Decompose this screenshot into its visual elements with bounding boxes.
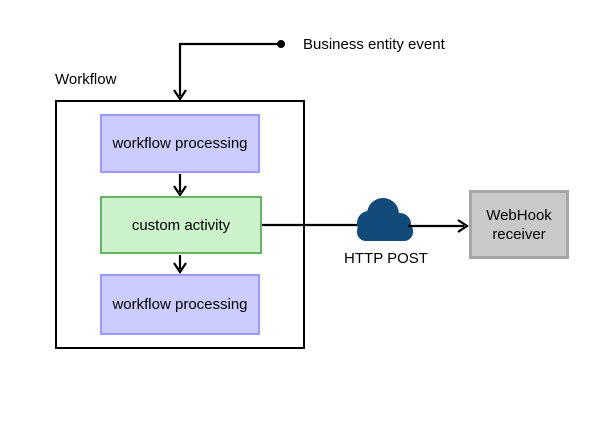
arrowhead-down-icon [173,89,187,101]
http-post-label: HTTP POST [344,250,428,267]
workflow-processing-top-node: workflow processing [100,114,260,173]
arrow-custom-to-bottom [173,255,187,274]
arrow-top-to-custom [173,174,187,197]
webhook-receiver-node: WebHook receiver [469,190,569,259]
workflow-container [55,100,305,349]
custom-activity-node: custom activity [100,196,262,254]
business-entity-event-label: Business entity event [303,36,445,53]
cloud-icon [357,198,413,241]
event-connector [173,40,285,101]
arrowhead-down-icon [173,262,187,274]
workflow-label: Workflow [55,71,117,88]
arrowhead-right-icon [457,219,469,233]
workflow-processing-bottom-node: workflow processing [100,274,260,335]
arrow-cloud-to-webhook [408,219,469,233]
arrowhead-down-icon [173,185,187,197]
